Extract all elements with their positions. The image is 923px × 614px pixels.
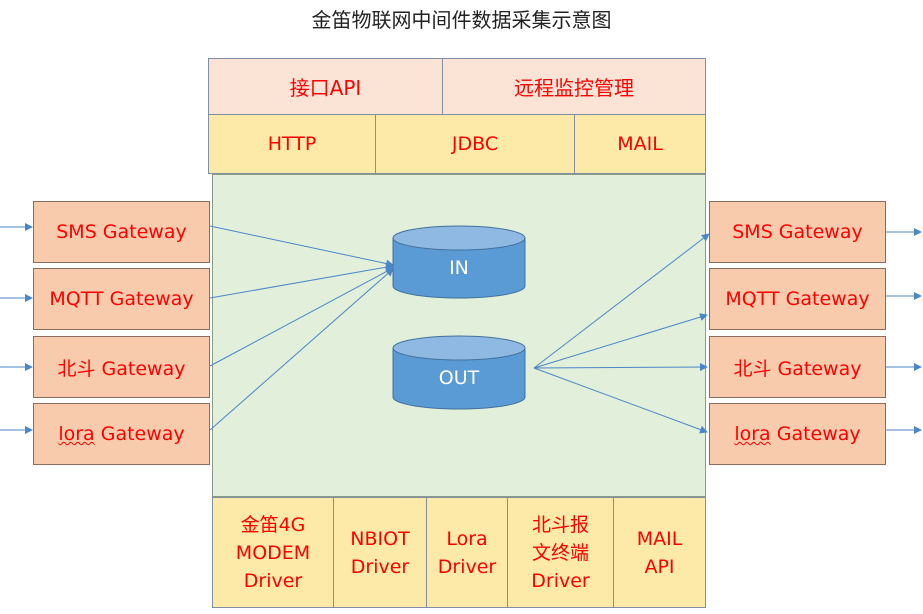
left-lora-gateway: lora Gateway	[33, 403, 210, 465]
mail-api-box: MAIL API	[613, 497, 706, 608]
modem-driver-box: 金笛4G MODEM Driver	[212, 497, 334, 608]
right-sms-gateway-label: SMS Gateway	[732, 221, 863, 243]
mail-api-label: MAIL API	[636, 527, 683, 578]
right-lora-word: lora	[734, 423, 771, 445]
modem-driver-label: 金笛4G MODEM Driver	[235, 513, 311, 592]
left-sms-gateway: SMS Gateway	[33, 201, 210, 263]
right-lora-rest: Gateway	[770, 423, 861, 445]
lora-driver-box: Lora Driver	[426, 497, 508, 608]
http-box: HTTP	[208, 114, 376, 174]
left-lora-rest: Gateway	[94, 423, 185, 445]
remote-monitoring-label: 远程监控管理	[514, 76, 634, 100]
beidou-driver-label: 北斗报 文终端 Driver	[531, 513, 590, 592]
right-lora-gateway: lora Gateway	[709, 403, 886, 465]
nbiot-driver-box: NBIOT Driver	[333, 497, 427, 608]
interface-api-label: 接口API	[289, 76, 362, 100]
left-mqtt-gateway: MQTT Gateway	[33, 268, 210, 330]
left-mqtt-gateway-label: MQTT Gateway	[49, 288, 194, 310]
left-sms-gateway-label: SMS Gateway	[56, 221, 187, 243]
remote-monitoring-box: 远程监控管理	[442, 58, 706, 115]
nbiot-driver-label: NBIOT Driver	[350, 527, 410, 578]
right-mqtt-gateway-label: MQTT Gateway	[725, 288, 870, 310]
left-beidou-gateway-label: 北斗 Gateway	[57, 357, 186, 380]
diagram-title: 金笛物联网中间件数据采集示意图	[311, 8, 612, 32]
http-label: HTTP	[267, 133, 317, 155]
left-beidou-gateway: 北斗 Gateway	[33, 336, 210, 398]
left-lora-gateway-label: lora Gateway	[58, 423, 184, 445]
right-lora-gateway-label: lora Gateway	[734, 423, 860, 445]
mail-protocol-box: MAIL	[574, 114, 706, 174]
mail-protocol-label: MAIL	[617, 133, 663, 155]
right-mqtt-gateway: MQTT Gateway	[709, 268, 886, 330]
jdbc-label: JDBC	[451, 133, 499, 155]
right-beidou-gateway: 北斗 Gateway	[709, 336, 886, 398]
out-database-label: OUT	[438, 367, 480, 389]
middleware-core-area	[212, 174, 706, 497]
lora-driver-label: Lora Driver	[437, 527, 497, 578]
right-sms-gateway: SMS Gateway	[709, 201, 886, 263]
in-database-label: IN	[449, 257, 469, 279]
interface-api-box: 接口API	[208, 58, 443, 115]
beidou-driver-box: 北斗报 文终端 Driver	[507, 497, 614, 608]
right-beidou-gateway-label: 北斗 Gateway	[733, 357, 862, 380]
jdbc-box: JDBC	[375, 114, 575, 174]
left-lora-word: lora	[58, 423, 95, 445]
